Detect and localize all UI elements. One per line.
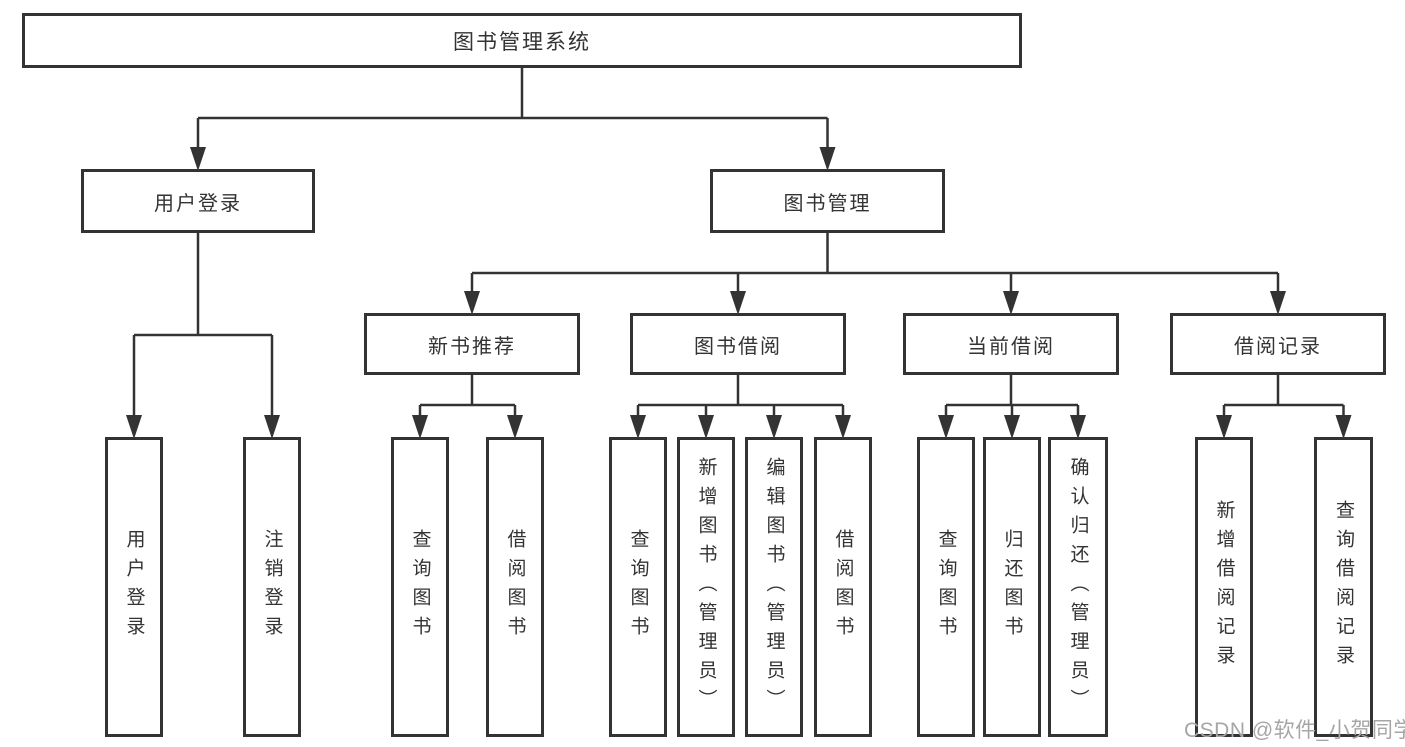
arrowhead-icon <box>1216 415 1232 439</box>
node-new-book-rec: 新书推荐 <box>364 313 580 375</box>
arrowhead-icon <box>819 147 836 171</box>
node-label-leaf-add-record: 新增借阅记录 <box>1213 500 1235 674</box>
node-leaf-query-book-2: 查询图书 <box>609 437 667 737</box>
node-label-leaf-add-book: 新增图书（管理员） <box>695 456 717 718</box>
arrowhead-icon <box>698 415 714 439</box>
node-label-leaf-user-login: 用户登录 <box>123 529 145 645</box>
node-leaf-borrow-book-2: 借阅图书 <box>814 437 872 737</box>
arrowhead-icon <box>766 415 782 439</box>
arrowhead-icon <box>1070 415 1086 439</box>
node-book-borrow: 图书借阅 <box>630 313 846 375</box>
node-leaf-borrow-book-1: 借阅图书 <box>486 437 544 737</box>
node-label-leaf-return-book: 归还图书 <box>1001 529 1023 645</box>
node-borrow-record: 借阅记录 <box>1170 313 1386 375</box>
node-leaf-logout: 注销登录 <box>243 437 301 737</box>
node-leaf-return-book: 归还图书 <box>983 437 1041 737</box>
node-leaf-confirm-return: 确认归还（管理员） <box>1048 437 1108 737</box>
arrowhead-icon <box>190 147 206 171</box>
node-label-current-borrow: 当前借阅 <box>967 335 1055 358</box>
node-label-user-login: 用户登录 <box>154 192 242 215</box>
node-label-book-mgmt: 图书管理 <box>783 192 872 215</box>
node-label-leaf-query-record: 查询借阅记录 <box>1333 500 1354 674</box>
arrowhead-icon <box>1003 291 1019 315</box>
node-leaf-query-record: 查询借阅记录 <box>1314 437 1373 737</box>
node-label-leaf-query-book-3: 查询图书 <box>935 529 957 645</box>
node-leaf-add-book: 新增图书（管理员） <box>677 437 735 737</box>
node-root: 图书管理系统 <box>22 13 1022 68</box>
arrowhead-icon <box>1270 291 1286 315</box>
node-leaf-query-book-3: 查询图书 <box>917 437 975 737</box>
node-label-leaf-confirm-return: 确认归还（管理员） <box>1067 456 1089 718</box>
node-label-leaf-borrow-book-2: 借阅图书 <box>832 529 854 645</box>
node-leaf-user-login: 用户登录 <box>105 437 163 737</box>
node-label-leaf-query-book-1: 查询图书 <box>409 529 431 645</box>
node-label-leaf-borrow-book-1: 借阅图书 <box>504 529 526 645</box>
node-leaf-edit-book: 编辑图书（管理员） <box>745 437 803 737</box>
arrowhead-icon <box>630 415 646 439</box>
node-label-new-book-rec: 新书推荐 <box>428 335 516 358</box>
watermark-text: CSDN @软件_小贺同学 <box>1184 719 1405 742</box>
node-user-login: 用户登录 <box>81 169 315 233</box>
node-label-book-borrow: 图书借阅 <box>694 335 782 358</box>
arrowhead-icon <box>938 415 954 439</box>
node-label-borrow-record: 借阅记录 <box>1234 335 1322 358</box>
arrowhead-icon <box>464 291 480 315</box>
tree-edges <box>132 68 1345 421</box>
node-label-root: 图书管理系统 <box>453 30 591 54</box>
node-label-leaf-edit-book: 编辑图书（管理员） <box>763 456 785 718</box>
arrowhead-icon <box>1004 415 1020 439</box>
arrowhead-icon <box>1335 415 1352 439</box>
node-label-leaf-logout: 注销登录 <box>261 529 283 645</box>
node-book-mgmt: 图书管理 <box>710 169 945 233</box>
node-current-borrow: 当前借阅 <box>903 313 1119 375</box>
node-leaf-add-record: 新增借阅记录 <box>1195 437 1253 737</box>
arrowhead-icon <box>730 291 746 315</box>
arrowhead-icon <box>264 415 280 439</box>
arrowhead-icon <box>507 415 523 439</box>
node-leaf-query-book-1: 查询图书 <box>391 437 449 737</box>
node-label-leaf-query-book-2: 查询图书 <box>627 529 649 645</box>
arrowhead-icon <box>412 415 428 439</box>
arrowhead-icon <box>126 415 142 439</box>
arrowhead-icon <box>835 415 851 439</box>
